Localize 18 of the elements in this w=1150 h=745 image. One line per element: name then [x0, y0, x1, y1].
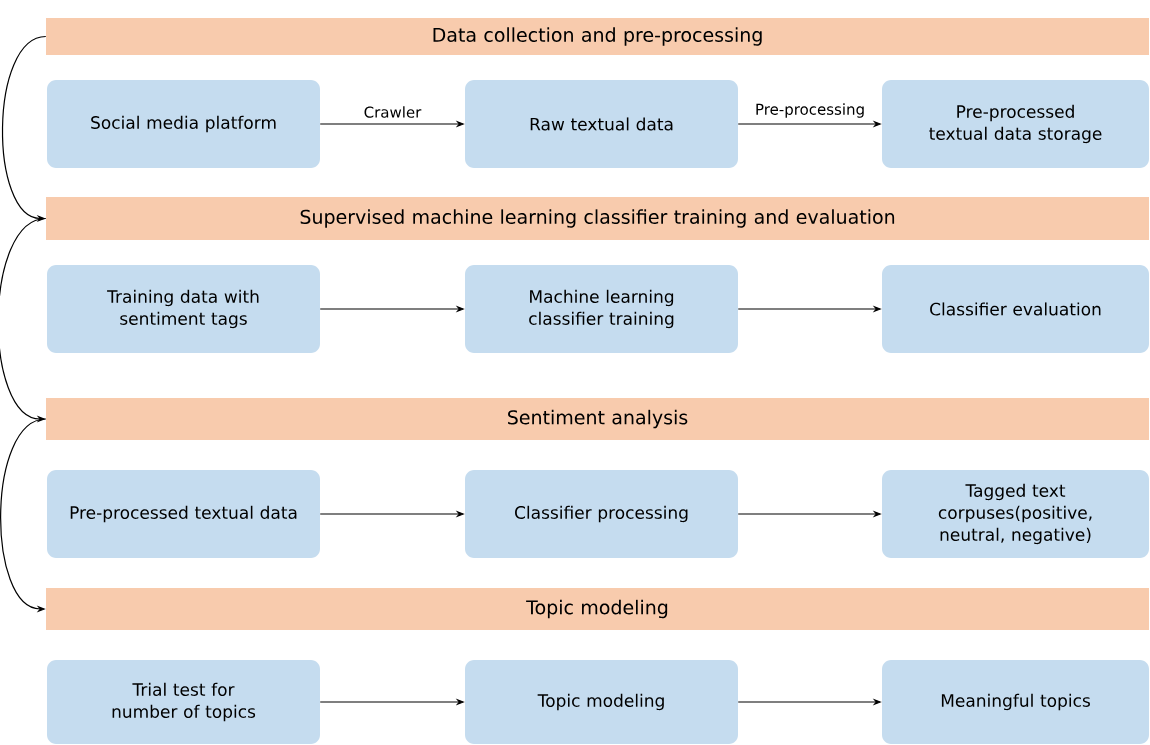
process-box: Social media platform	[47, 80, 320, 168]
edge-label: Pre-processing	[756, 103, 864, 118]
process-box: Topic modeling	[465, 660, 738, 744]
process-box: Pre-processed textual data storage	[882, 80, 1149, 168]
process-box: Meaningful topics	[882, 660, 1149, 744]
process-box: Trial test for number of topics	[47, 660, 320, 744]
process-box: Classifier evaluation	[882, 265, 1149, 353]
section-band: Topic modeling	[46, 588, 1149, 630]
section-band: Supervised machine learning classifier training and evaluation	[46, 197, 1149, 240]
process-box: Pre-processed textual data	[47, 470, 320, 558]
section-band: Data collection and pre-processing	[46, 18, 1149, 55]
process-box: Tagged text corpuses(positive, neutral, negative)	[882, 470, 1149, 558]
process-box: Machine learning classifier training	[465, 265, 738, 353]
edge-label: Crawler	[364, 106, 422, 118]
process-box: Training data with sentiment tags	[47, 265, 320, 353]
process-box: Classifier processing	[465, 470, 738, 558]
process-box: Raw textual data	[465, 80, 738, 168]
section-band: Sentiment analysis	[46, 398, 1149, 440]
